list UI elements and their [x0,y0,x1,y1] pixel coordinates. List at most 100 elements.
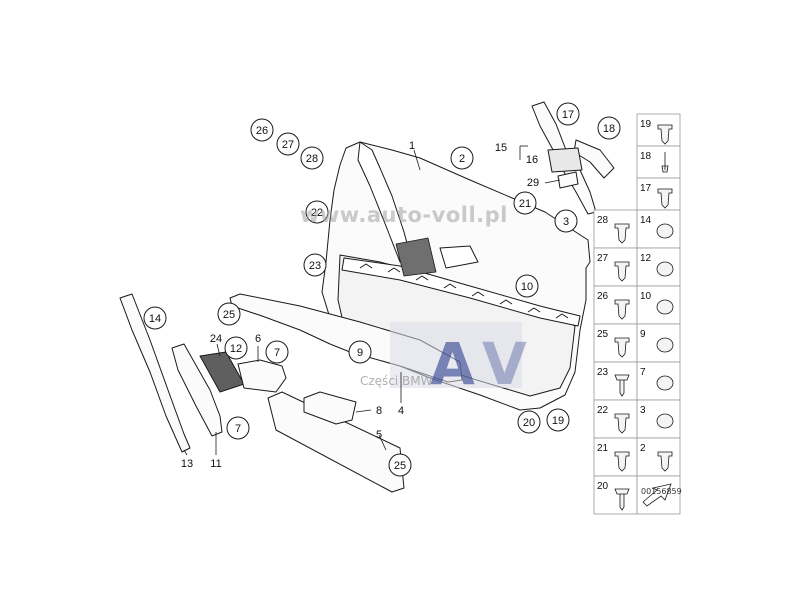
callout-20: 20 [517,410,541,434]
svg-text:18: 18 [603,123,615,135]
watermark-logo: A V [390,322,527,398]
cap-nut-icon [656,375,674,391]
expansion-plug-icon [614,223,630,244]
armrest-clip-row [359,263,569,319]
fir-tree-clip-icon-shape [657,451,673,472]
callout-22: 22 [305,200,329,224]
callout-23: 23 [303,253,327,277]
callout-18: 18 [597,116,621,140]
fir-tree-clip-icon [657,451,673,472]
grid-cell-27: 27 [593,247,638,287]
label-15: 15 [495,142,507,154]
switch-bezel [237,359,287,393]
callout-25-top: 25 [217,302,241,326]
grid-cell-17: 17 [636,177,681,211]
square-clip-icon [614,451,630,472]
callout-9: 9 [348,340,372,364]
flange-screw-icon [614,374,630,397]
svg-text:17: 17 [562,109,574,121]
callout-10: 10 [515,274,539,298]
grid-cell-12: 12 [636,247,681,287]
svg-text:28: 28 [597,215,609,226]
callout-26: 26 [250,118,274,142]
square-clip-icon-shape [614,451,630,472]
svg-text:3: 3 [563,216,569,228]
handle-insert [171,343,223,437]
svg-text:2: 2 [640,443,646,454]
callout-28: 28 [300,146,324,170]
svg-text:7: 7 [640,367,646,378]
svg-text:12: 12 [640,253,652,264]
armrest-bar [341,257,581,327]
svg-text:7: 7 [235,423,241,435]
callout-19: 19 [546,408,570,432]
rosette-washer-icon [656,261,674,277]
callout-21: 21 [513,191,537,215]
plug-icon [614,337,630,358]
svg-text:9: 9 [640,329,646,340]
spreader-clip-icon [614,413,630,434]
svg-text:17: 17 [640,183,652,194]
small-cover [303,391,357,425]
label-1: 1 [409,140,415,152]
nut-clip-icon [657,124,673,145]
bracket-clip-icon [657,188,673,209]
callout-7-left: 7 [226,416,250,440]
callout-14: 14 [143,306,167,330]
grid-cell-3: 3 [636,399,681,439]
bracket-clip-icon-shape [657,188,673,209]
oval-grommet-icon-shape [656,299,674,315]
label-8: 8 [376,405,382,417]
label-6: 6 [255,333,261,345]
oval-head-screw-icon [614,488,630,511]
diagram-id: 00156859 [641,487,682,496]
expansion-plug-icon-shape [614,223,630,244]
svg-text:14: 14 [640,215,652,226]
svg-text:25: 25 [223,309,235,321]
watermark-logo-letter-a: A [430,330,475,398]
map-pocket [267,391,405,493]
svg-text:10: 10 [640,291,652,302]
svg-text:20: 20 [523,417,535,429]
flange-screw-icon-shape [614,374,630,397]
label-29: 29 [527,177,539,189]
cap-plug-icon-shape [614,299,630,320]
svg-text:23: 23 [597,367,609,378]
svg-text:19: 19 [640,119,652,130]
direction-arrow-icon-shape [642,483,672,507]
grid-cell-7: 7 [636,361,681,401]
svg-text:25: 25 [394,460,406,472]
door-handle [439,245,479,269]
svg-text:22: 22 [311,207,323,219]
grid-cell-arrow [636,475,681,515]
push-clip-icon-shape [614,261,630,282]
grid-cell-21: 21 [593,437,638,477]
label-11: 11 [210,458,221,470]
svg-text:7: 7 [274,347,280,359]
callout-3: 3 [554,209,578,233]
watermark-logo-letter-v: V [482,330,527,398]
grid-cell-14: 14 [636,209,681,249]
svg-text:18: 18 [640,151,652,162]
spring-nut-icon-shape [656,413,674,429]
grid-cell-18: 18 [636,145,681,179]
svg-text:20: 20 [597,481,609,492]
push-clip-icon [614,261,630,282]
door-speaker-grille [395,237,437,277]
grid-cell-25: 25 [593,323,638,363]
svg-text:26: 26 [256,125,268,137]
collar-nut-icon-shape [656,337,674,353]
rosette-washer-icon-shape [656,261,674,277]
callout-group: 26 27 28 2 22 23 17 18 21 3 10 14 25 12 … [143,102,621,477]
grid-cell-2: 2 [636,437,681,477]
svg-text:3: 3 [640,405,646,416]
grid-cell-26: 26 [593,285,638,325]
label-5: 5 [376,429,382,441]
plug-icon-shape [614,337,630,358]
grid-cell-22: 22 [593,399,638,439]
svg-text:22: 22 [597,405,609,416]
svg-text:10: 10 [521,281,533,293]
label-16: 16 [526,154,538,166]
